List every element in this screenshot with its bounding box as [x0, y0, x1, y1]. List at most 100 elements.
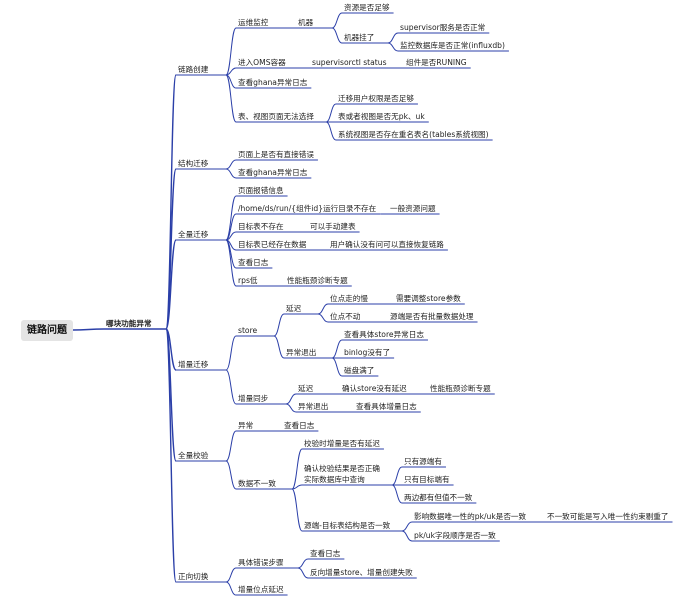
node-disk-full[interactable]: 磁盘满了	[344, 366, 375, 375]
node-pk-uk-same[interactable]: 影响数据唯一性的pk/uk是否一致	[414, 512, 527, 521]
node-supervisorctl[interactable]: supervisorctl status	[312, 58, 387, 67]
link-node-real-db-query	[291, 484, 303, 490]
node-manual-create[interactable]: 可以手动建表	[310, 222, 356, 231]
link-node-table-view-select	[225, 74, 237, 123]
node-store-exit[interactable]: 异常退出	[286, 348, 317, 357]
link-node-run-dir-missing	[225, 213, 237, 241]
link-node-view-log-3	[297, 558, 309, 569]
link-node-machine-down	[331, 27, 343, 44]
node-perf-topic-2[interactable]: 性能瓶颈诊断专题	[430, 384, 491, 393]
node-run-dir-missing[interactable]: /home/ds/run/{组件id}运行目录不存在	[238, 204, 377, 213]
link-node-pk-order	[401, 530, 413, 542]
node-only-source[interactable]: 只有源端有	[404, 457, 442, 466]
node-sync-exit[interactable]: 异常退出	[298, 402, 329, 411]
node-real-db-query[interactable]: 实际数据库中查询	[304, 475, 365, 484]
node-schema-migration[interactable]: 结构迁移	[178, 159, 209, 168]
link-node-data-inconsistent	[225, 460, 237, 490]
node-resource-enough[interactable]: 资源是否足够	[344, 3, 390, 12]
node-store-delay[interactable]: 延迟	[286, 304, 302, 313]
node-forward-switch[interactable]: 正向切换	[178, 572, 209, 581]
node-machine-down[interactable]: 机器挂了	[344, 33, 375, 42]
link-node-page-error	[225, 159, 237, 170]
node-machine[interactable]: 机器	[298, 18, 314, 27]
link-node-disk-full	[331, 357, 343, 377]
node-store-no-delay[interactable]: 确认store没有延迟	[342, 384, 407, 393]
node-verify-delay[interactable]: 校验时增量是否有延迟	[304, 439, 380, 448]
node-user-confirm[interactable]: 用户确认没有问可以直接恢复链路	[330, 240, 444, 249]
node-sync-delay[interactable]: 延迟	[298, 384, 314, 393]
node-only-target[interactable]: 只有目标端有	[404, 475, 450, 484]
node-page-error-info[interactable]: 页面报错信息	[238, 186, 284, 195]
node-batch-process[interactable]: 源端是否有批量数据处理	[390, 312, 474, 321]
root-node[interactable]: 链路问题	[21, 320, 73, 341]
link-node-sync-exit	[285, 403, 297, 413]
node-value-diff[interactable]: 两边都有但值不一致	[404, 493, 473, 502]
node-enter-oms[interactable]: 进入OMS容器	[238, 58, 286, 67]
node-user-permission[interactable]: 迁移用户权限是否足够	[338, 94, 414, 103]
link-node-pos-delay	[225, 581, 237, 596]
node-target-has-data[interactable]: 目标表已经存在数据	[238, 240, 307, 249]
link-node-verify-delay	[291, 448, 303, 490]
node-data-inconsistent[interactable]: 数据不一致	[238, 479, 276, 488]
node-pos-slow[interactable]: 位点走的慢	[330, 294, 368, 303]
link-node-influxdb-ok	[387, 42, 399, 52]
node-target-missing[interactable]: 目标表不存在	[238, 222, 284, 231]
node-incr-sync[interactable]: 增量同步	[238, 394, 269, 403]
link-node-sync-delay	[285, 393, 297, 405]
node-table-view-select[interactable]: 表、视图页面无法选择	[238, 112, 314, 121]
link-node-user-permission	[325, 103, 337, 123]
link-node-store-delay	[273, 313, 285, 337]
link-node-supervisor-ok	[387, 32, 399, 44]
node-verify-abnormal[interactable]: 异常	[238, 421, 254, 430]
node-supervisor-ok[interactable]: supervisor服务是否正常	[400, 23, 486, 32]
node-rps-low[interactable]: rps低	[238, 276, 258, 285]
node-view-log-2[interactable]: 查看日志	[284, 421, 315, 430]
link-node-system-view-dup	[325, 121, 337, 141]
node-full-migration[interactable]: 全量迁移	[178, 230, 209, 239]
node-store-log[interactable]: 查看具体store异常日志	[344, 330, 424, 339]
link-node-pos-stuck	[317, 313, 329, 323]
link-node-store-log	[331, 339, 343, 359]
node-no-pk-uk[interactable]: 表或者视图是否无pk、uk	[338, 112, 425, 121]
node-pos-delay[interactable]: 增量位点延迟	[238, 585, 284, 594]
node-verify-result[interactable]: 确认校验结果是否正确	[304, 464, 380, 473]
link-node-store-exit	[273, 335, 285, 359]
node-schema-consistent[interactable]: 源端-目标表结构是否一致	[304, 521, 391, 530]
link-node-pk-uk-same	[401, 521, 413, 532]
node-incr-migration[interactable]: 增量迁移	[178, 360, 209, 369]
node-view-log-3[interactable]: 查看日志	[310, 549, 341, 558]
node-ghana-log-2[interactable]: 查看ghana异常日志	[238, 168, 308, 177]
node-link-create[interactable]: 链路创建	[178, 65, 209, 74]
link-node-rps-low	[225, 239, 237, 287]
node-reverse-store-fail[interactable]: 反向增量store、增量创建失败	[310, 568, 413, 577]
link-node-ops-monitor	[225, 27, 237, 76]
node-pk-order[interactable]: pk/uk字段顺序是否一致	[414, 531, 496, 540]
node-component-running[interactable]: 组件是否RUNING	[406, 58, 467, 67]
node-page-error[interactable]: 页面上是否有直接错误	[238, 150, 314, 159]
node-influxdb-ok[interactable]: 监控数据库是否正常(influxdb)	[400, 41, 505, 50]
link-node-forward-switch	[165, 328, 177, 583]
link-node-ghana-log-2	[225, 168, 237, 179]
node-perf-topic-1[interactable]: 性能瓶颈诊断专题	[287, 276, 348, 285]
node-pos-stuck[interactable]: 位点不动	[330, 312, 361, 321]
node-binlog-gone[interactable]: binlog没有了	[344, 348, 391, 357]
node-error-step[interactable]: 具体错误步骤	[238, 558, 284, 567]
node-system-view-dup[interactable]: 系统视图是否存在重名表名(tables系统视图)	[338, 130, 489, 139]
link-node-resource-enough	[331, 12, 343, 29]
link-node-error-step	[225, 567, 237, 583]
node-resource-issue[interactable]: 一般资源问题	[390, 204, 436, 213]
node-adjust-store[interactable]: 需要调整store参数	[396, 294, 461, 303]
node-unique-dedup[interactable]: 不一致可能是写入唯一性约束剔重了	[547, 512, 669, 521]
link-node-incr-sync	[225, 369, 237, 405]
link-node-pos-slow	[317, 303, 329, 315]
node-view-log-1[interactable]: 查看日志	[238, 258, 269, 267]
node-ghana-log-1[interactable]: 查看ghana异常日志	[238, 78, 308, 87]
link-node-only-source	[391, 466, 403, 486]
node-store[interactable]: store	[238, 326, 258, 335]
node-incr-log[interactable]: 查看具体增量日志	[356, 402, 417, 411]
node-full-verify[interactable]: 全量校验	[178, 451, 209, 460]
node-ops-monitor[interactable]: 运维监控	[238, 18, 269, 27]
node-module-abnormal[interactable]: 哪块功能异常	[106, 319, 152, 328]
